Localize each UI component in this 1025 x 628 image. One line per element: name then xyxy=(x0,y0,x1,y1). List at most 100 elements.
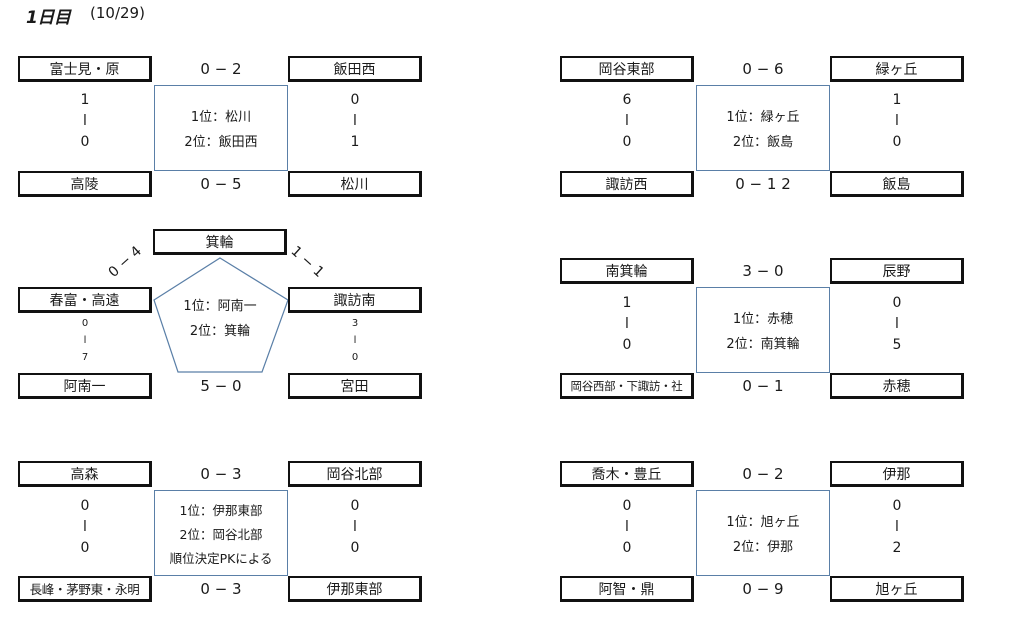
rank-second: 2位：箕輪 xyxy=(189,324,251,339)
rank-first: 1位：緑ヶ丘 xyxy=(726,110,800,125)
score-digit: 0 xyxy=(622,540,632,556)
match-score: 3 − 0 xyxy=(742,262,784,280)
team-box: 長峰・茅野東・永明 xyxy=(18,576,152,602)
score-digit: 0 xyxy=(622,498,632,514)
team-box: 岡谷北部 xyxy=(288,461,422,487)
score-separator: l xyxy=(625,519,629,535)
rank-first: 1位：赤穂 xyxy=(732,312,794,327)
team-box: 岡谷東部 xyxy=(560,56,694,82)
rank-second: 2位：岡谷北部 xyxy=(179,526,263,542)
score-separator: l xyxy=(83,335,87,346)
score-separator: l xyxy=(895,316,899,332)
ranking-box: 1位：松川 2位：飯田西 xyxy=(154,85,288,171)
score-digit: 0 xyxy=(351,352,359,363)
ranking-box: 1位：赤穂 2位：南箕輪 xyxy=(696,287,830,373)
score-digit: 0 xyxy=(622,134,632,150)
team-box: 喬木・豊丘 xyxy=(560,461,694,487)
team-box: 諏訪南 xyxy=(288,287,422,313)
rank-first: 1位：旭ヶ丘 xyxy=(726,515,800,530)
match-score: 0 − 3 xyxy=(200,465,242,483)
rank-second: 2位：南箕輪 xyxy=(726,337,800,352)
vertical-score-right: 0 l 2 xyxy=(830,498,964,556)
pentagon-outline xyxy=(153,257,289,373)
vertical-score-right: 3 l 0 xyxy=(288,318,422,363)
team-box: 阿南一 xyxy=(18,373,152,399)
team-box: 松川 xyxy=(288,171,422,197)
score-separator: l xyxy=(625,113,629,129)
score-digit: 1 xyxy=(350,134,360,150)
match-score: 0 − 5 xyxy=(200,175,242,193)
score-separator: l xyxy=(353,519,357,535)
team-box: 高森 xyxy=(18,461,152,487)
match-score: 0 − 9 xyxy=(742,580,784,598)
vertical-score-left: 0 l 0 xyxy=(18,498,152,556)
score-digit: 0 xyxy=(80,134,90,150)
score-digit: 2 xyxy=(892,540,902,556)
vertical-score-left: 1 l 0 xyxy=(560,295,694,353)
match-score: 0 − 1 xyxy=(742,377,784,395)
rank-second: 2位：飯島 xyxy=(732,135,794,150)
match-score: 0 − 6 xyxy=(742,60,784,78)
score-digit: 3 xyxy=(351,318,359,329)
score-digit: 0 xyxy=(892,498,902,514)
team-box: 高陵 xyxy=(18,171,152,197)
score-separator: l xyxy=(83,113,87,129)
score-digit: 0 xyxy=(350,540,360,556)
team-box: 伊那東部 xyxy=(288,576,422,602)
team-box: 辰野 xyxy=(830,258,964,284)
team-box: 富士見・原 xyxy=(18,56,152,82)
rank-first: 1位：伊那東部 xyxy=(179,502,263,518)
team-box: 岡谷西部・下諏訪・社 xyxy=(560,373,694,399)
team-box: 飯田西 xyxy=(288,56,422,82)
score-digit: 0 xyxy=(892,134,902,150)
score-digit: 6 xyxy=(622,92,632,108)
score-digit: 0 xyxy=(81,318,89,329)
ranking-box: 1位：緑ヶ丘 2位：飯島 xyxy=(696,85,830,171)
vertical-score-right: 0 l 1 xyxy=(288,92,422,150)
score-separator: l xyxy=(83,519,87,535)
score-digit: 0 xyxy=(892,295,902,311)
rank-note: 順位決定PKによる xyxy=(169,550,273,566)
score-digit: 0 xyxy=(80,498,90,514)
score-digit: 0 xyxy=(350,92,360,108)
match-score: 0 − 2 xyxy=(742,465,784,483)
page-date: (10/29) xyxy=(90,4,145,22)
team-box: 赤穂 xyxy=(830,373,964,399)
vertical-score-right: 1 l 0 xyxy=(830,92,964,150)
ranking-box: 1位：阿南一 2位：箕輪 xyxy=(163,295,277,339)
team-box: 緑ヶ丘 xyxy=(830,56,964,82)
ranking-box: 1位：伊那東部 2位：岡谷北部 順位決定PKによる xyxy=(154,490,288,576)
score-separator: l xyxy=(353,113,357,129)
vertical-score-left: 0 l 0 xyxy=(560,498,694,556)
vertical-score-left: 1 l 0 xyxy=(18,92,152,150)
rank-first: 1位：阿南一 xyxy=(183,299,257,314)
match-score: 5 − 0 xyxy=(200,377,242,395)
match-score: 0 − 2 xyxy=(200,60,242,78)
team-box: 宮田 xyxy=(288,373,422,399)
team-box: 箕輪 xyxy=(153,229,287,255)
match-score: 0 − 3 xyxy=(200,580,242,598)
team-box: 阿智・鼎 xyxy=(560,576,694,602)
team-box: 旭ヶ丘 xyxy=(830,576,964,602)
score-digit: 0 xyxy=(350,498,360,514)
vertical-score-left: 0 l 7 xyxy=(18,318,152,363)
ranking-box: 1位：旭ヶ丘 2位：伊那 xyxy=(696,490,830,576)
score-digit: 1 xyxy=(892,92,902,108)
score-digit: 5 xyxy=(892,337,902,353)
rank-second: 2位：伊那 xyxy=(732,540,794,555)
team-box: 諏訪西 xyxy=(560,171,694,197)
score-digit: 7 xyxy=(81,352,89,363)
team-box: 伊那 xyxy=(830,461,964,487)
score-digit: 1 xyxy=(622,295,632,311)
vertical-score-right: 0 l 5 xyxy=(830,295,964,353)
score-separator: l xyxy=(625,316,629,332)
score-separator: l xyxy=(353,335,357,346)
team-box: 春富・高遠 xyxy=(18,287,152,313)
rank-second: 2位：飯田西 xyxy=(184,135,258,150)
team-box: 南箕輪 xyxy=(560,258,694,284)
vertical-score-right: 0 l 0 xyxy=(288,498,422,556)
match-score: 0 − 1 2 xyxy=(735,175,791,193)
score-digit: 0 xyxy=(80,540,90,556)
score-separator: l xyxy=(895,519,899,535)
score-digit: 0 xyxy=(622,337,632,353)
